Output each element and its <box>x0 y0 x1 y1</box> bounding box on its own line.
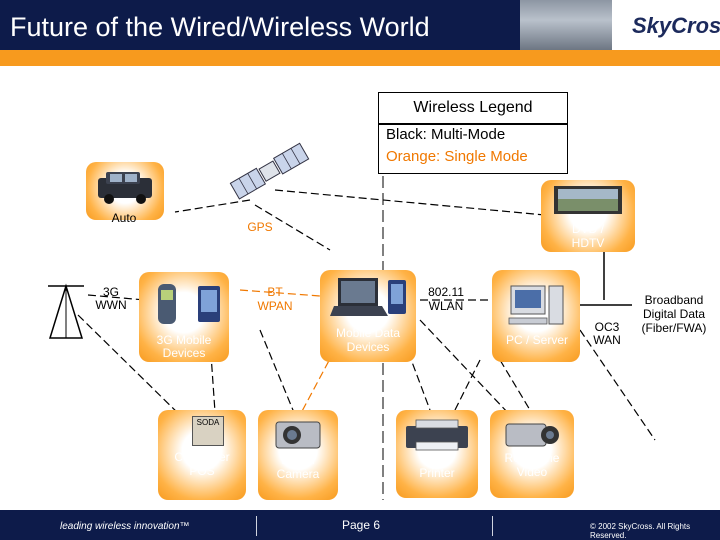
dvd-label-1: DVD / <box>571 222 604 236</box>
video-camera-icon <box>505 423 559 447</box>
oc3-label-2: WAN <box>593 333 621 347</box>
mobile-data-label-2: Devices <box>346 340 390 354</box>
bt-label-2: WPAN <box>257 299 293 313</box>
soda-machine-icon <box>192 416 224 446</box>
footer-divider <box>256 516 257 536</box>
printer-label: Printer <box>419 466 455 480</box>
consumer-pos-label-2: POS <box>189 464 215 478</box>
logo-area <box>612 0 720 50</box>
sky-image <box>520 0 612 50</box>
legend-box <box>378 124 568 174</box>
mobile-devices-label-2: Devices <box>162 346 206 360</box>
gps-link-dvd <box>274 189 546 216</box>
footer-copyright: © 2002 SkyCross. All Rights Reserved. <box>590 522 691 540</box>
pc-server-tile <box>492 270 580 362</box>
digital-camera-label-1: Digital <box>281 453 315 467</box>
company-logo: SkyCross <box>632 13 720 38</box>
broadband-label-3: (Fiber/FWA) <box>641 321 707 335</box>
gps-label: GPS <box>247 220 273 234</box>
auto-label: Auto <box>111 211 137 225</box>
footer-divider <box>492 516 493 536</box>
mobile-data-label-1: Mobile Data <box>335 326 401 340</box>
dvd-label-2: HDTV <box>571 236 605 250</box>
video-link-broadband <box>579 329 656 441</box>
car-icon <box>98 172 152 204</box>
legend-black-label: Black: Multi-Mode <box>386 126 506 143</box>
camera-icon <box>275 421 321 449</box>
real-time-video-label-1: Real-Time <box>504 451 560 465</box>
laptop-pda-icon <box>330 278 406 316</box>
title-bar <box>0 0 520 50</box>
wlan-link-video <box>419 319 511 416</box>
footer <box>0 510 720 540</box>
gps-link-devices <box>254 204 331 251</box>
wwn-label-2: WWN <box>95 298 127 312</box>
mobile-devices-label-1: 3G Mobile <box>156 333 212 347</box>
real-time-video-label-2: Video <box>516 465 548 479</box>
pc-link-printer <box>454 359 481 411</box>
footer-tagline: leading wireless innovation™ <box>60 521 190 532</box>
pc-server-label: PC / Server <box>505 333 568 347</box>
consumer-pos-label-1: Consumer <box>174 450 230 464</box>
wwn-link-mobile <box>87 294 146 301</box>
pc-link-video <box>499 359 531 411</box>
pc-icon <box>508 285 564 325</box>
legend-title: Wireless Legend <box>378 92 568 124</box>
accent-bar <box>0 50 720 66</box>
wwn-link-pos <box>77 314 186 421</box>
wlan-label-2: WLAN <box>428 299 464 313</box>
legend-orange-label: Orange: Single Mode <box>386 148 528 165</box>
broadband-label-2: Digital Data <box>642 307 706 321</box>
wlan-label-1: 802.11 <box>428 285 464 299</box>
phone-pda-icon <box>158 284 220 324</box>
page-number: Page 6 <box>342 518 381 532</box>
oc3-label-1: OC3 <box>594 320 620 334</box>
soda-label: SODA <box>196 418 220 427</box>
digital-camera-label-2: Camera <box>276 467 320 481</box>
bt-link <box>239 289 321 297</box>
bt-link-camera <box>259 329 296 416</box>
cell-tower-icon <box>48 283 84 339</box>
gps-link-auto <box>174 199 251 213</box>
tv-icon <box>554 186 622 214</box>
bt-label-1: BT <box>267 285 283 299</box>
page-title: Future of the Wired/Wireless World <box>10 12 430 42</box>
printer-icon <box>406 419 468 451</box>
satellite-icon <box>229 142 310 200</box>
wwn-label-1: 3G <box>102 285 119 299</box>
broadband-label-1: Broadband <box>644 293 704 307</box>
